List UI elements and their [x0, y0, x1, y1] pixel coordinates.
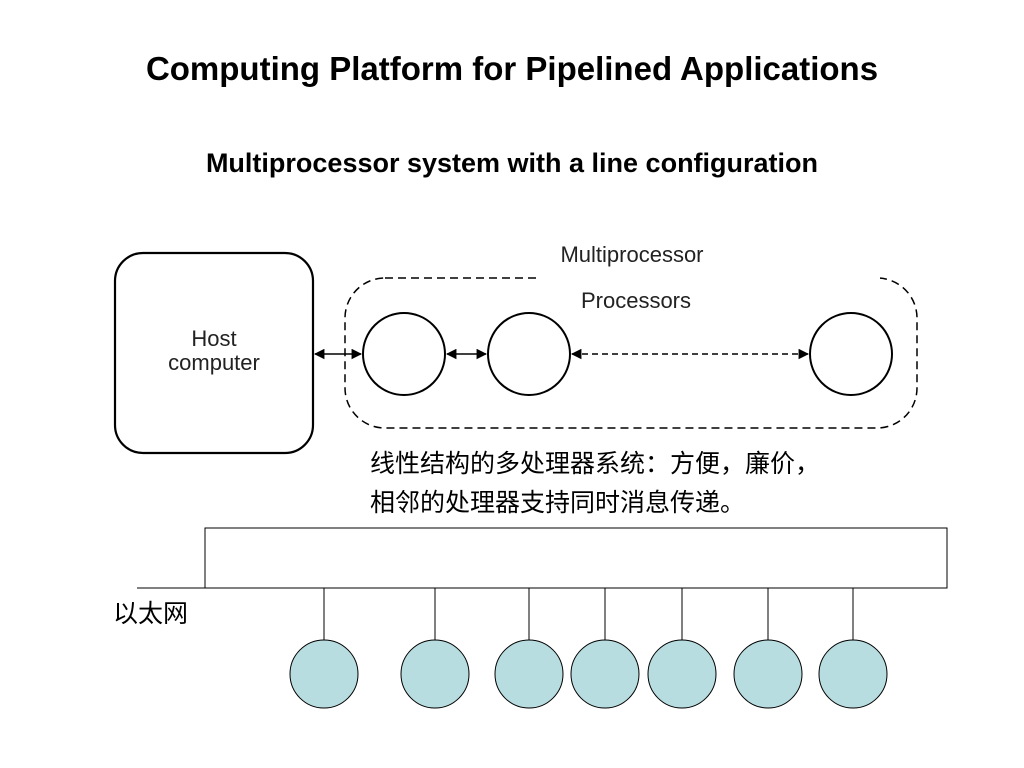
ethernet-node: [289, 639, 359, 709]
multiprocessor-label: Multiprocessor: [560, 242, 703, 267]
ethernet-node: [494, 639, 564, 709]
ethernet-node: [400, 639, 470, 709]
ethernet-node: [647, 639, 717, 709]
multiprocessor-label-gap: [540, 270, 880, 284]
host-computer-box: [113, 251, 315, 455]
processors-label: Processors: [581, 288, 691, 313]
ethernet-node: [570, 639, 640, 709]
caption-line-1: 线性结构的多处理器系统：方便，廉价，: [370, 449, 821, 478]
diagram-caption: 线性结构的多处理器系统：方便，廉价， 相邻的处理器支持同时消息传递。: [370, 444, 990, 522]
ethernet-bus: [204, 527, 948, 589]
ethernet-node: [818, 639, 888, 709]
caption-line-2: 相邻的处理器支持同时消息传递。: [370, 488, 746, 517]
ethernet-node: [733, 639, 803, 709]
slide-subtitle: Multiprocessor system with a line config…: [205, 148, 819, 178]
processor-node: [362, 312, 446, 396]
ethernet-nodes: [289, 588, 888, 709]
host-label-line1: Host: [191, 326, 236, 351]
ethernet-label: 以太网: [113, 599, 189, 628]
processor-node: [487, 312, 571, 396]
host-label-line2: computer: [168, 350, 260, 375]
processor-node: [809, 312, 893, 396]
slide-title: Computing Platform for Pipelined Applica…: [145, 50, 879, 87]
